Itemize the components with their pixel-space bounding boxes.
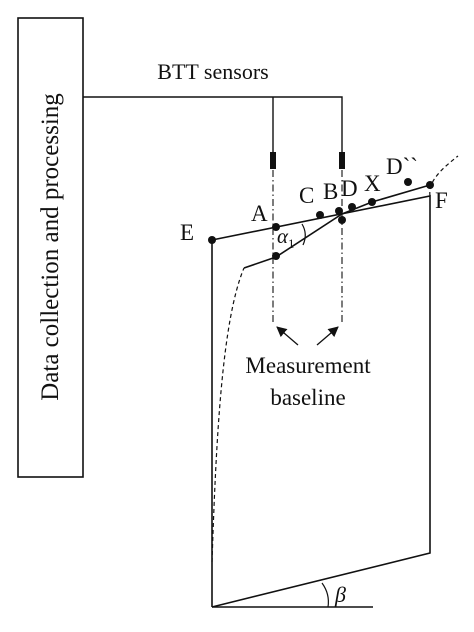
- label-F: F: [435, 188, 448, 213]
- sensor-head-right: [339, 152, 345, 169]
- label-E: E: [180, 220, 194, 245]
- data-collection-box: [17, 17, 84, 478]
- label-B: B: [323, 179, 338, 204]
- baseline-arrow-left: [276, 326, 299, 346]
- alpha-label: α1: [277, 224, 295, 251]
- label-D-prime: D``: [386, 154, 418, 179]
- label-C: C: [299, 183, 314, 208]
- label-A: A: [251, 201, 268, 226]
- point-A: [272, 223, 280, 231]
- point-D-prime: [404, 178, 412, 186]
- point-C: [316, 211, 324, 219]
- point-lower-left: [272, 252, 280, 260]
- point-D: [348, 203, 356, 211]
- beta-arc: [321, 582, 329, 608]
- point-lower-right: [338, 216, 346, 224]
- alpha-arc: [301, 223, 306, 246]
- baseline-arrow-right: [316, 326, 339, 346]
- label-X: X: [364, 171, 381, 196]
- sensor-cable: [83, 96, 343, 152]
- deflection-curve-left: [211, 267, 245, 563]
- point-X: [368, 198, 376, 206]
- measurement-label: Measurement: [245, 353, 371, 378]
- sensor-head-left: [270, 152, 276, 169]
- point-E: [208, 236, 216, 244]
- label-D: D: [341, 176, 358, 201]
- beta-label: β: [334, 582, 346, 607]
- data-collection-label: Data collection and processing: [37, 93, 64, 401]
- baseline-label: baseline: [270, 385, 345, 410]
- btt-sensors-label: BTT sensors: [157, 59, 268, 84]
- deformed-tip-line: [243, 184, 431, 269]
- point-F: [426, 181, 434, 189]
- point-B: [335, 207, 343, 215]
- deflection-curve-right: [429, 155, 459, 197]
